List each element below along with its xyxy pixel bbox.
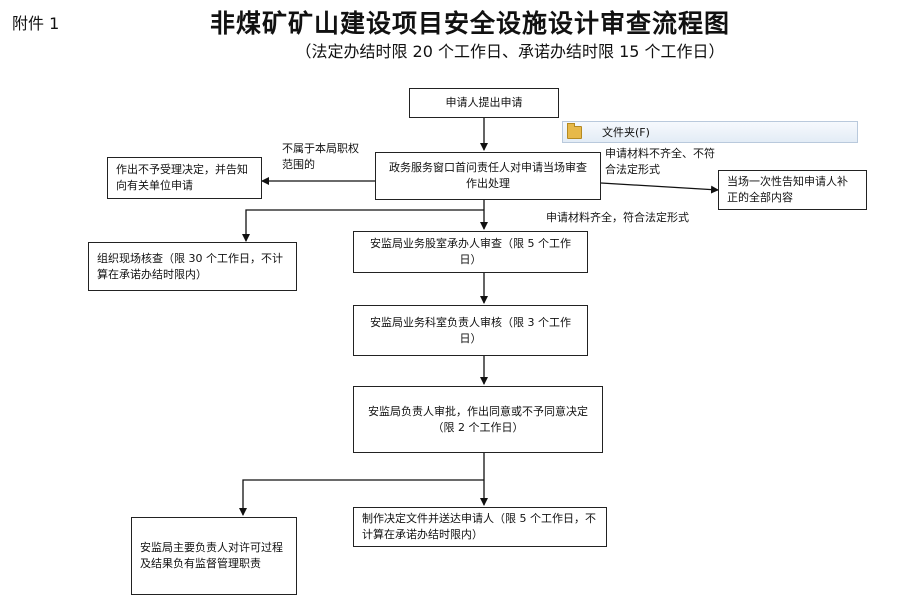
folder-icon (567, 122, 582, 139)
page-subtitle: （法定办结时限 20 个工作日、承诺办结时限 15 个工作日） (295, 42, 725, 61)
node-reject-text: 作出不予受理决定，并告知向有关单位申请 (116, 163, 248, 192)
page-title: 非煤矿矿山建设项目安全设施设计审查流程图 (209, 9, 730, 38)
node-deliver-text: 制作决定文件并送达申请人（限 5 个工作日，不计算在承诺办结时限内） (362, 512, 596, 541)
node-apply-text: 申请人提出申请 (445, 96, 523, 109)
folder-menu-label: 文件夹(F) (602, 126, 650, 139)
attachment-label: 附件 1 (12, 14, 60, 33)
node-supervise-text: 安监局主要负责人对许可过程及结果负有监督管理职责 (140, 541, 283, 570)
arrow-to-site-check (242, 209, 484, 242)
node-approve-text: 安监局负责人审批，作出同意或不予同意决定（限 2 个工作日） (368, 404, 588, 434)
edge-label-complete: 申请材料齐全，符合法定形式 (546, 211, 689, 224)
node-check: 安监局业务科室负责人审核（限 3 个工作日） (353, 305, 588, 356)
folder-menu-item[interactable]: 文件夹(F) (562, 121, 858, 143)
node-check-text: 安监局业务科室负责人审核（限 3 个工作日） (370, 315, 571, 345)
node-site-check-text: 组织现场核查（限 30 个工作日，不计算在承诺办结时限内） (97, 251, 283, 281)
node-reject: 作出不予受理决定，并告知向有关单位申请 (107, 157, 262, 199)
node-site-check: 组织现场核查（限 30 个工作日，不计算在承诺办结时限内） (88, 242, 297, 291)
node-supervise: 安监局主要负责人对许可过程及结果负有监督管理职责 (131, 517, 297, 595)
arrow-to-supervise (239, 479, 484, 516)
node-window-review: 政务服务窗口首问责任人对申请当场审查作出处理 (375, 152, 601, 200)
node-review-text: 安监局业务股室承办人审查（限 5 个工作日） (370, 237, 571, 266)
edge-label-incomplete: 申请材料不齐全、不符合法定形式 (605, 147, 715, 176)
node-window-review-text: 政务服务窗口首问责任人对申请当场审查作出处理 (389, 161, 587, 190)
node-apply: 申请人提出申请 (409, 88, 559, 118)
node-notify-text: 当场一次性告知申请人补正的全部内容 (727, 175, 848, 204)
arrow-window-to-notify (600, 182, 719, 194)
node-review: 安监局业务股室承办人审查（限 5 个工作日） (353, 231, 588, 273)
node-notify: 当场一次性告知申请人补正的全部内容 (718, 170, 867, 210)
node-deliver: 制作决定文件并送达申请人（限 5 个工作日，不计算在承诺办结时限内） (353, 507, 607, 547)
edge-label-out-of-scope: 不属于本局职权范围的 (282, 142, 359, 171)
node-approve: 安监局负责人审批，作出同意或不予同意决定（限 2 个工作日） (353, 386, 603, 453)
